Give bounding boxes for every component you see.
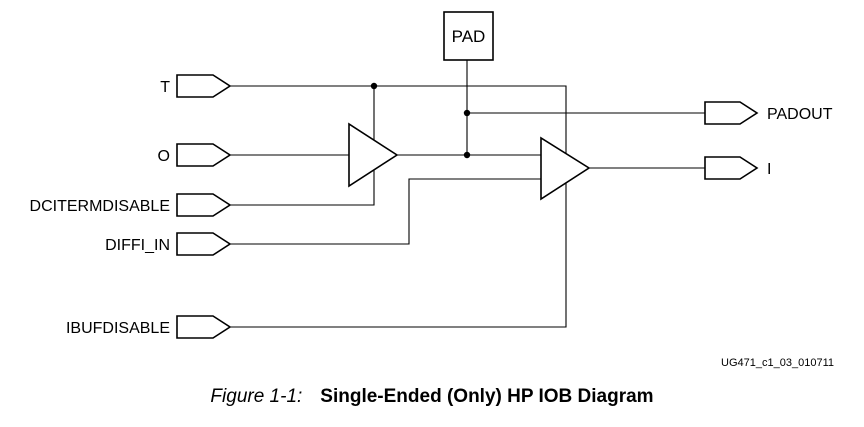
wire-t-enable [230, 86, 375, 206]
output-buffer [348, 122, 399, 188]
input-buffer [540, 136, 591, 201]
junction-dot [370, 82, 378, 90]
port-padout [704, 101, 759, 125]
iob-diagram: PAD T O DCITERMDISABLE DIFFI_IN IBUFDISA… [30, 11, 834, 369]
junction-dot [463, 109, 471, 117]
label-dcitermdisable: DCITERMDISABLE [30, 198, 170, 215]
port-o [176, 143, 232, 167]
label-ibufdisable: IBUFDISABLE [66, 320, 170, 337]
port-dcitermdisable [176, 193, 232, 217]
label-t: T [160, 79, 170, 96]
port-diffi-in [176, 232, 232, 256]
figure-number: Figure 1-1: [210, 386, 303, 407]
junction-dot [463, 151, 471, 159]
pad-box [443, 11, 494, 61]
label-i: I [767, 161, 771, 178]
port-i [704, 156, 759, 180]
wire-t [230, 85, 567, 328]
figure-title: Single-Ended (Only) HP IOB Diagram [320, 386, 654, 407]
label-padout: PADOUT [767, 106, 833, 123]
label-o: O [158, 148, 170, 165]
wire-diffi-in [230, 178, 541, 245]
figure-caption: Figure 1-1: Single-Ended (Only) HP IOB Di… [0, 386, 864, 408]
label-diffi-in: DIFFI_IN [105, 237, 170, 254]
figure-id: UG471_c1_03_010711 [721, 357, 834, 369]
wires [230, 60, 705, 328]
port-t [176, 74, 232, 98]
port-ibufdisable [176, 315, 232, 339]
pad-label: PAD [452, 27, 486, 46]
